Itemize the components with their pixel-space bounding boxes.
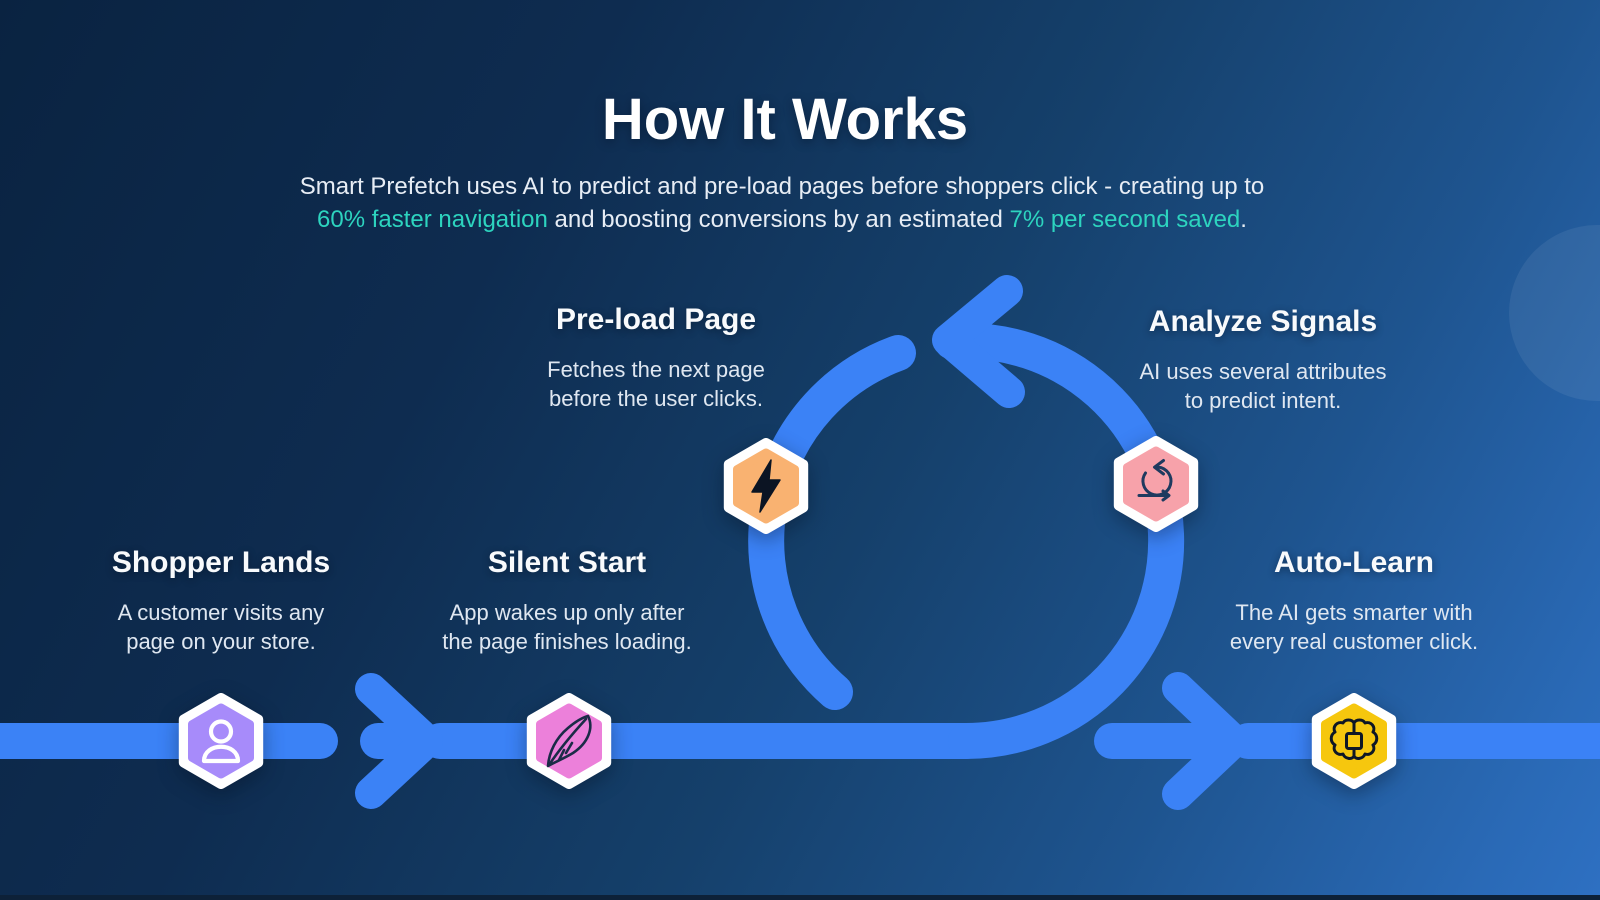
step-desc-line: App wakes up only after <box>449 600 685 625</box>
arrowhead-left-loop-top <box>932 275 1025 408</box>
arrowhead-right-2 <box>1162 672 1250 810</box>
step-description: Fetches the next page before the user cl… <box>471 355 841 413</box>
cycle-icon <box>1137 459 1173 502</box>
hexagon-silent-start <box>526 693 612 789</box>
page-subtitle: Smart Prefetch uses AI to predict and pr… <box>252 170 1312 236</box>
flow-loop-right-arc <box>934 323 1185 759</box>
hexagon-fill <box>1123 446 1189 522</box>
feather-icon <box>546 714 592 768</box>
step-title: Auto-Learn <box>1274 546 1434 579</box>
step-description: A customer visits any page on your store… <box>36 598 406 656</box>
step-auto-learn: Auto-Learn The AI gets smarter with ever… <box>1169 546 1539 656</box>
step-desc-line: Fetches the next page <box>547 357 765 382</box>
hexagon-analyze-signals <box>1113 436 1199 532</box>
step-title: Shopper Lands <box>111 546 331 579</box>
lightning-icon <box>751 459 781 513</box>
subtitle-highlight-navigation: 60% faster navigation <box>317 206 548 233</box>
step-desc-line: every real customer click. <box>1229 629 1479 654</box>
subtitle-text: . <box>1240 206 1247 233</box>
arrowhead-right-1 <box>355 673 443 809</box>
brain-icon <box>1329 718 1379 760</box>
step-description: The AI gets smarter with every real cust… <box>1169 598 1539 656</box>
subtitle-highlight-conversion: 7% per second saved <box>1009 206 1241 233</box>
subtitle-text: and boosting conversions by an estimated <box>547 206 1010 233</box>
step-desc-line: the page finishes loading. <box>442 629 692 654</box>
step-pre-load-page: Pre-load Page Fetches the next page befo… <box>471 303 841 413</box>
step-title: Pre-load Page <box>555 303 757 336</box>
step-desc-line: page on your store. <box>126 629 316 654</box>
step-desc-line: before the user clicks. <box>549 386 763 411</box>
hexagon-shopper-lands <box>178 693 264 789</box>
step-desc-line: to predict intent. <box>1184 388 1342 413</box>
step-title: Analyze Signals <box>1148 305 1378 338</box>
bottom-accent-strip <box>0 895 1600 900</box>
subtitle-text: Smart Prefetch uses AI to predict and pr… <box>299 173 1265 200</box>
step-analyze-signals: Analyze Signals AI uses several attribut… <box>1078 305 1448 415</box>
step-desc-line: The AI gets smarter with <box>1235 600 1473 625</box>
step-title: Silent Start <box>487 546 647 579</box>
step-description: App wakes up only after the page finishe… <box>382 598 752 656</box>
step-desc-line: A customer visits any <box>117 600 325 625</box>
hexagon-pre-load-page <box>723 438 809 534</box>
step-shopper-lands: Shopper Lands A customer visits any page… <box>36 546 406 656</box>
hexagon-fill <box>1321 703 1387 779</box>
page-title: How It Works <box>601 86 969 152</box>
user-icon <box>201 719 241 764</box>
hexagon-auto-learn <box>1311 693 1397 789</box>
step-desc-line: AI uses several attributes <box>1139 359 1387 384</box>
flow-arrowheads <box>355 275 1250 810</box>
step-description: AI uses several attributes to predict in… <box>1078 357 1448 415</box>
step-silent-start: Silent Start App wakes up only after the… <box>382 546 752 656</box>
